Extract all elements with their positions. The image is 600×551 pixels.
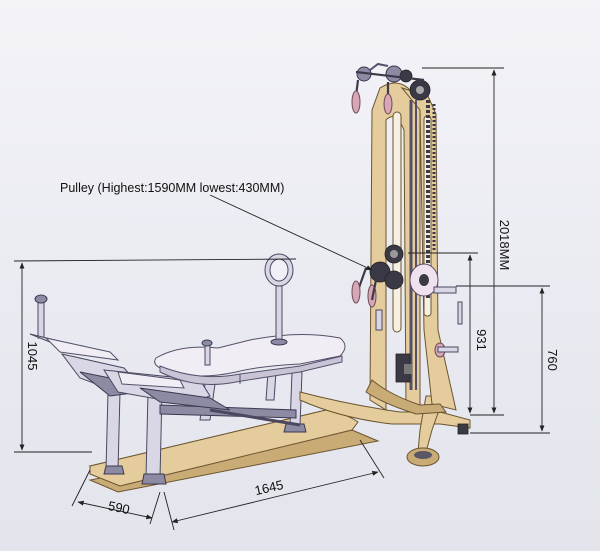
dim-tower-side: 760 [456, 285, 560, 434]
pulley-callout: Pulley (Highest:1590MM lowest:430MM) [60, 181, 373, 271]
top-pulleys [351, 62, 431, 115]
dim-bench-length: 1645 [163, 439, 385, 531]
dim-pulley-height: 931 [408, 252, 489, 414]
dim-bench-width-label: 590 [107, 498, 131, 517]
cable-tower [299, 62, 471, 467]
head-plate [201, 253, 294, 366]
dim-total-height: 2018MM [422, 67, 512, 416]
dim-bench-width: 590 [71, 469, 161, 525]
bench-pad [154, 333, 346, 385]
dim-bench-length-label: 1645 [253, 477, 285, 498]
weight-plates [395, 263, 463, 383]
bench-assembly [29, 253, 380, 493]
dimension-annotations: 2018MM 931 760 1045 590 [13, 67, 560, 531]
dim-tower-side-label: 760 [545, 349, 560, 371]
pulley-carriage [351, 244, 404, 331]
dim-bench-height-label: 1045 [25, 342, 40, 371]
dim-total-height-label: 2018MM [497, 220, 512, 271]
dim-pulley-height-label: 931 [474, 329, 489, 351]
bench-base-board [88, 409, 380, 493]
dim-bench-height: 1045 [13, 258, 297, 453]
pulley-callout-label: Pulley (Highest:1590MM lowest:430MM) [60, 181, 284, 195]
